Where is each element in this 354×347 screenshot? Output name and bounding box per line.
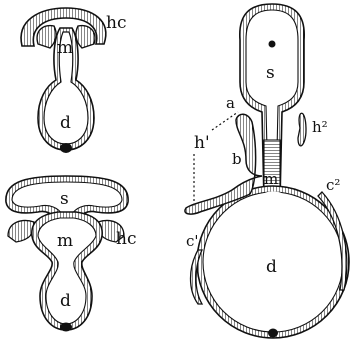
fig2-bottom-mass (60, 323, 72, 332)
fig1-hc-fold-inner-right (76, 26, 95, 48)
fig3-label-d: d (266, 257, 277, 277)
fig3-label-s: s (266, 63, 275, 83)
fig1-label-hc: hc (106, 13, 126, 33)
fig3-label-c1: c' (186, 232, 199, 250)
fig3-label-b: b (232, 150, 242, 168)
fig3-s-dot (269, 41, 276, 48)
fig1-label-d: d (60, 113, 71, 133)
figure-1: hc m d (21, 8, 126, 153)
fig3-label-h1: h' (194, 133, 210, 153)
fig1-hc-fold-inner-left (37, 26, 56, 48)
fig3-label-a: a (226, 94, 235, 112)
fig3-neck-join (262, 192, 284, 201)
fig2-label-hc: hc (116, 229, 136, 249)
fig3-h2-body (298, 113, 306, 146)
fig3-label-m: m (264, 170, 278, 188)
figure-2: s hc m d (6, 176, 137, 332)
fig1-label-m: m (57, 38, 73, 58)
fig3-bottom-mass (268, 329, 278, 338)
fig2-hc-pouch-left (8, 221, 34, 242)
fig1-bottom-mass (60, 143, 72, 153)
fig3-h1-bracket-top (212, 112, 238, 130)
fig2-label-s: s (60, 189, 69, 209)
fig2-label-d: d (60, 291, 71, 311)
fig3-label-h2: h² (312, 118, 328, 136)
fig2-label-m: m (57, 231, 73, 251)
fig3-label-c2: c² (326, 176, 340, 194)
figure-3: s a h' h² b m c' c² d (185, 4, 349, 338)
